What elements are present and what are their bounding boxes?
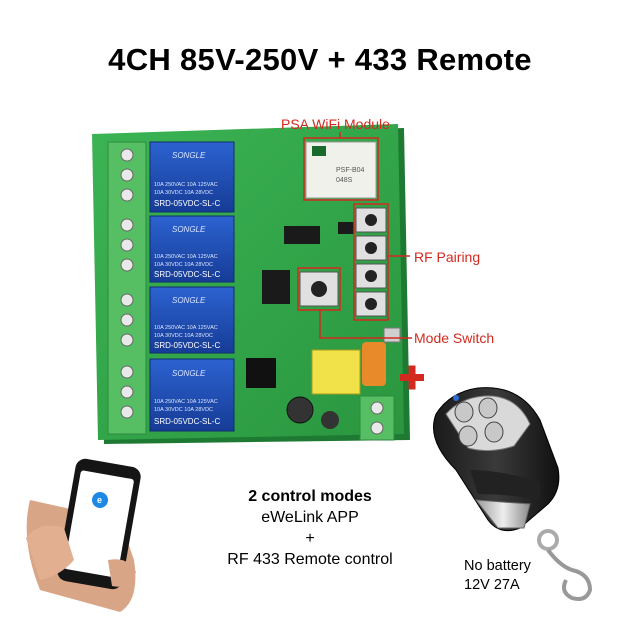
svg-text:10A 250VAC 10A 125VAC: 10A 250VAC 10A 125VAC: [154, 254, 218, 260]
svg-text:10A 250VAC 10A 125VAC: 10A 250VAC 10A 125VAC: [154, 182, 218, 188]
svg-text:10A 30VDC 10A 28VDC: 10A 30VDC 10A 28VDC: [154, 407, 213, 413]
svg-text:SRD-05VDC-SL-C: SRD-05VDC-SL-C: [154, 270, 220, 279]
smartphone-in-hand: e: [26, 458, 141, 612]
svg-text:10A 30VDC 10A 28VDC: 10A 30VDC 10A 28VDC: [154, 190, 213, 196]
rf-pairing-buttons: [355, 207, 387, 317]
rf-pairing-callout: RF Pairing: [414, 249, 481, 265]
control-mode-app: eWeLink APP: [261, 509, 359, 526]
relay-board: SONGLE 10A 250VAC 10A 125VAC 10A 30VDC 1…: [92, 124, 410, 444]
red-plus-icon: [400, 365, 424, 390]
ic-chip: [284, 226, 320, 244]
relay-3: SONGLE 10A 250VAC 10A 125VAC 10A 30VDC 1…: [149, 286, 235, 354]
svg-text:SRD-05VDC-SL-C: SRD-05VDC-SL-C: [154, 199, 220, 208]
svg-text:SONGLE: SONGLE: [172, 296, 206, 305]
svg-text:048S: 048S: [336, 177, 353, 184]
svg-text:10A 250VAC 10A 125VAC: 10A 250VAC 10A 125VAC: [154, 325, 218, 331]
svg-text:10A 30VDC 10A 28VDC: 10A 30VDC 10A 28VDC: [154, 262, 213, 268]
svg-text:10A 30VDC 10A 28VDC: 10A 30VDC 10A 28VDC: [154, 333, 213, 339]
ic-chip: [246, 358, 276, 388]
mode-switch-callout: Mode Switch: [414, 330, 495, 346]
capacitor: [362, 342, 386, 386]
capacitor: [321, 411, 339, 429]
transformer: [311, 349, 361, 395]
control-mode-plus: +: [305, 530, 315, 547]
svg-text:SONGLE: SONGLE: [172, 151, 206, 160]
capacitor: [286, 396, 314, 424]
relay-4: SONGLE 10A 250VAC 10A 125VAC 10A 30VDC 1…: [149, 358, 235, 432]
wifi-module: PSF-B04 048S: [305, 141, 377, 199]
mode-switch-button: [299, 271, 339, 307]
svg-text:SONGLE: SONGLE: [172, 369, 206, 378]
svg-text:SRD-05VDC-SL-C: SRD-05VDC-SL-C: [154, 341, 220, 350]
battery-line-1: No battery: [464, 558, 531, 574]
svg-text:10A 250VAC 10A 125VAC: 10A 250VAC 10A 125VAC: [154, 399, 218, 405]
wifi-module-callout: PSA WiFi Module: [281, 116, 390, 132]
power-terminal: [359, 395, 395, 441]
relay-2: SONGLE 10A 250VAC 10A 125VAC 10A 30VDC 1…: [149, 215, 235, 283]
remote-control: [433, 387, 593, 601]
control-modes-heading: 2 control modes: [248, 488, 372, 505]
page-title: 4CH 85V-250V + 433 Remote: [108, 42, 532, 77]
svg-text:PSF-B04: PSF-B04: [336, 167, 365, 174]
control-modes-text: 2 control modes eWeLink APP + RF 433 Rem…: [200, 486, 420, 570]
control-mode-remote: RF 433 Remote control: [227, 551, 393, 568]
ic-chip: [262, 270, 290, 304]
svg-text:SONGLE: SONGLE: [172, 225, 206, 234]
svg-text:SRD-05VDC-SL-C: SRD-05VDC-SL-C: [154, 417, 220, 426]
relay-1: SONGLE 10A 250VAC 10A 125VAC 10A 30VDC 1…: [149, 141, 235, 213]
battery-note: No battery 12V 27A: [464, 557, 531, 595]
usb-port: [383, 327, 401, 343]
left-terminal-block: [107, 141, 147, 435]
svg-text:e: e: [97, 495, 102, 505]
ic-chip: [338, 222, 354, 234]
battery-line-2: 12V 27A: [464, 577, 520, 593]
callout-markers: [297, 132, 412, 339]
